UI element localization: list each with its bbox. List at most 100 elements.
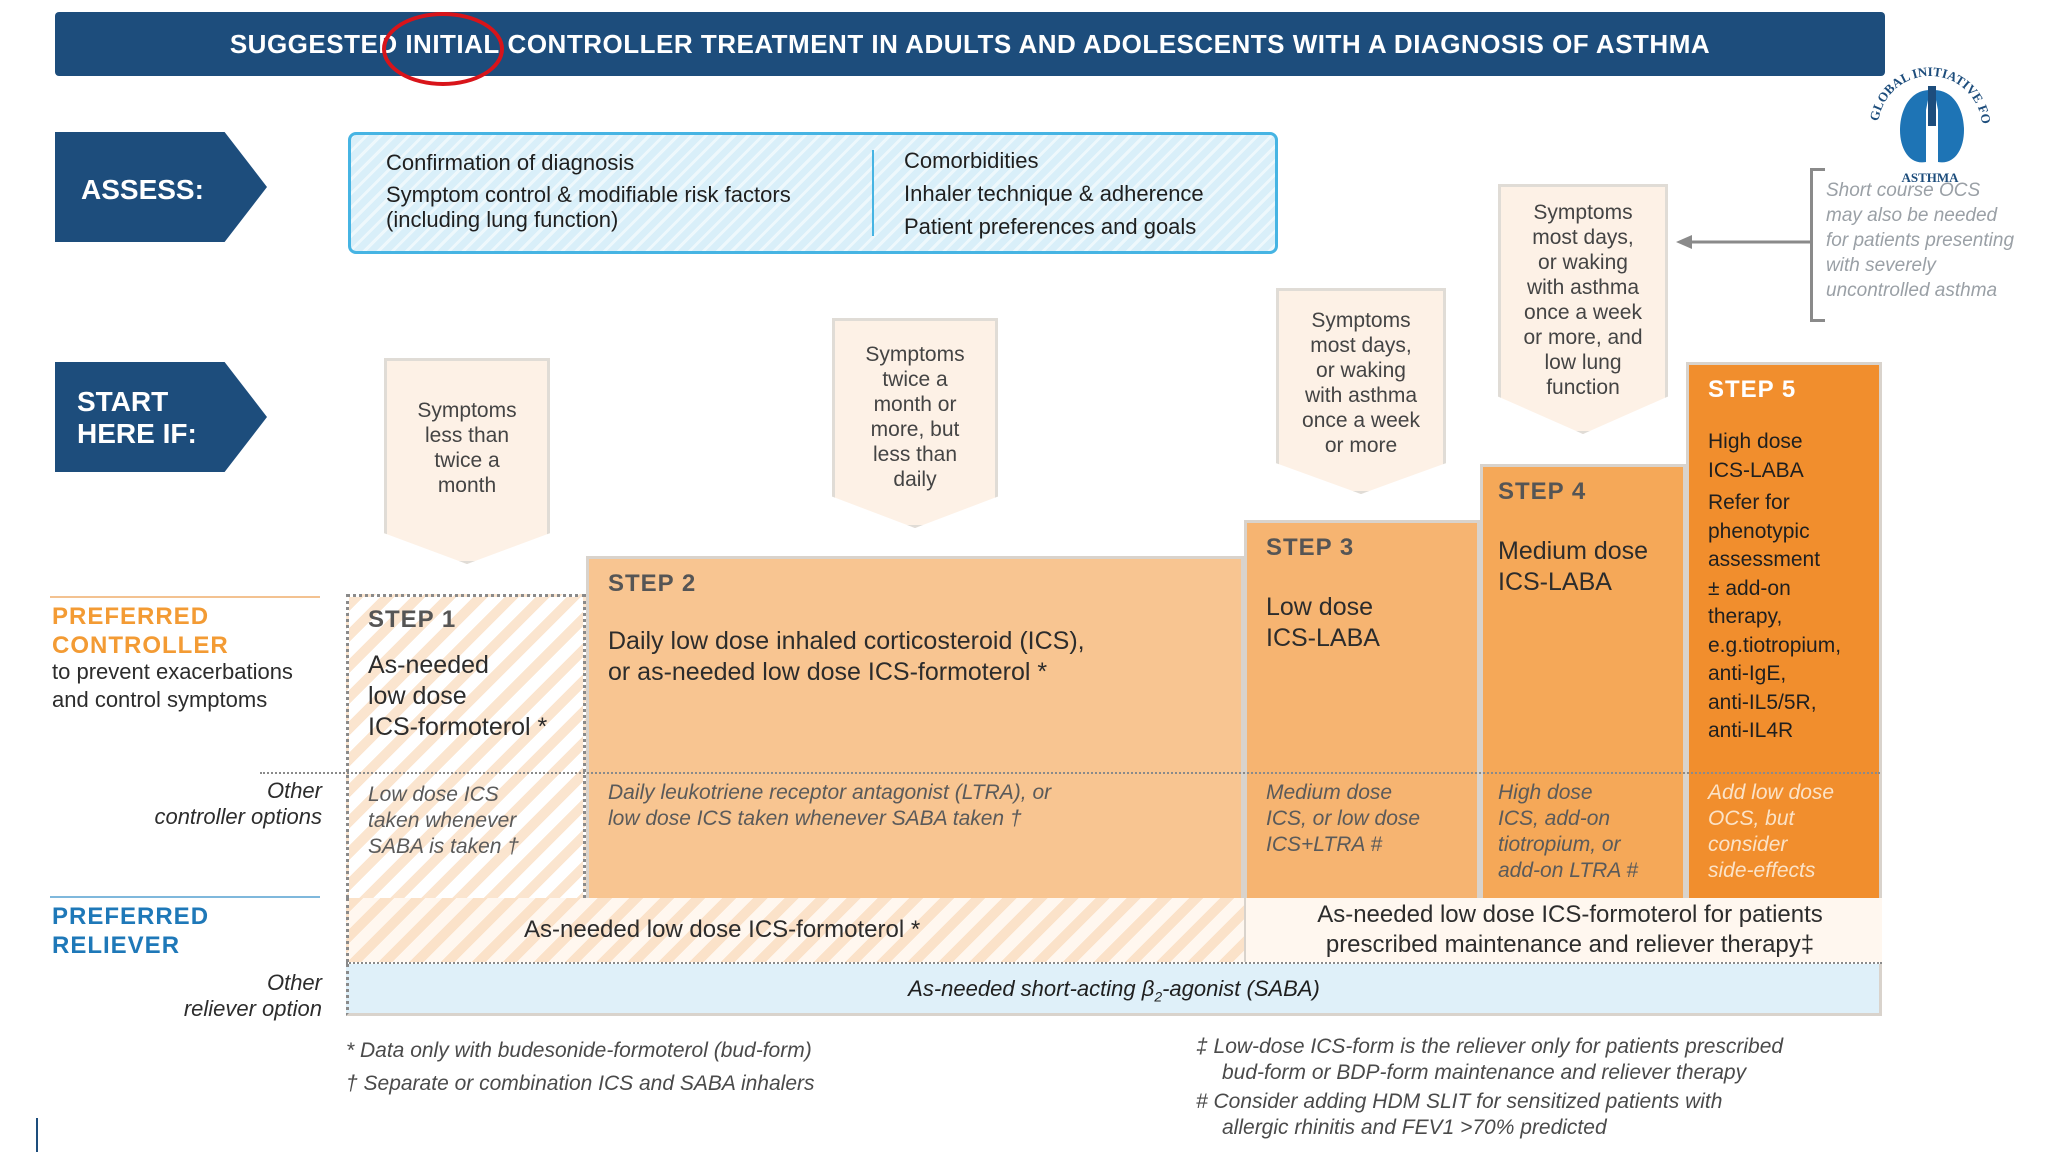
- step3-other: Medium dose ICS, or low dose ICS+LTRA #: [1266, 780, 1476, 858]
- step-text-line: anti-IgE,: [1708, 662, 1787, 685]
- step-text-line: anti-IL4R: [1708, 719, 1794, 742]
- other-controller-label: Other controller options: [60, 778, 322, 830]
- controller-description: to prevent exacerbations and control sym…: [52, 658, 293, 714]
- other-line: Medium dose: [1266, 781, 1393, 804]
- footnote: † Separate or combination ICS and SABA i…: [346, 1072, 815, 1095]
- footnote: bud-form or BDP-form maintenance and rel…: [1222, 1061, 1747, 1084]
- start-here-chevron: START HERE IF:: [55, 362, 267, 472]
- label-line: Other: [266, 970, 322, 995]
- step5-box: [1686, 362, 1882, 898]
- callout-line: once a week: [1524, 301, 1642, 324]
- title-prefix: SUGGESTED: [229, 28, 406, 59]
- callout-line: or more, and: [1523, 326, 1643, 349]
- other-line: High dose: [1498, 781, 1593, 804]
- callout-step3-text: Symptoms most days, or waking with asthm…: [1276, 308, 1446, 458]
- other-line: SABA is taken †: [368, 835, 519, 858]
- callout-line: most days,: [1532, 226, 1634, 249]
- step1-title: STEP 1: [368, 606, 457, 633]
- step4-title: STEP 4: [1498, 478, 1587, 505]
- label-line: controller options: [154, 804, 322, 829]
- other-line: add-on LTRA #: [1498, 859, 1639, 882]
- step3-title: STEP 3: [1266, 534, 1355, 561]
- footnotes-left: * Data only with budesonide-formoterol (…: [346, 1034, 1046, 1100]
- callout-line: Symptoms: [417, 399, 517, 422]
- preferred-controller-label: PREFERRED CONTROLLER: [52, 602, 229, 660]
- assess-divider: [872, 150, 874, 236]
- callout-line: or more: [1324, 434, 1398, 457]
- step5-preferred: High dose ICS-LABA Refer for phenotypic …: [1708, 428, 1884, 746]
- step-text-line: e.g.tiotropium,: [1708, 633, 1842, 657]
- step-text-line: assessment: [1708, 548, 1821, 571]
- step-text-line: ICS-LABA: [1498, 568, 1612, 596]
- assess-label: ASSESS:: [81, 174, 204, 205]
- footnote: # Consider adding HDM SLIT for sensitize…: [1196, 1090, 1723, 1113]
- other-line: OCS, but: [1708, 807, 1795, 830]
- assess-item: Symptom control & modifiable risk factor…: [386, 182, 791, 207]
- callout-step3: [1276, 288, 1446, 494]
- callout-line: function: [1546, 376, 1620, 399]
- step-text-line: ± add-on: [1708, 576, 1791, 600]
- step-text-line: As-needed: [368, 651, 489, 679]
- ocs-note-line: with severely: [1826, 255, 1936, 276]
- footnote: allergic rhinitis and FEV1 >70% predicte…: [1222, 1116, 1607, 1139]
- start-line2: HERE IF:: [77, 418, 197, 449]
- callout-step1-text: Symptoms less than twice a month: [384, 398, 550, 498]
- callout-line: or waking: [1316, 359, 1406, 382]
- title-suffix: CONTROLLER TREATMENT IN ADULTS AND ADOLE…: [499, 28, 1711, 59]
- step2-preferred: Daily low dose inhaled corticosteroid (I…: [608, 626, 1228, 688]
- callout-line: with asthma: [1304, 384, 1418, 407]
- assess-right-list: Comorbidities Inhaler technique & adhere…: [904, 144, 1264, 243]
- step2-other: Daily leukotriene receptor antagonist (L…: [608, 780, 1228, 832]
- assess-item: Comorbidities: [904, 148, 1039, 173]
- assess-item: Confirmation of diagnosis: [386, 150, 635, 175]
- reliever-left-text: As-needed low dose ICS-formoterol *: [524, 916, 921, 943]
- label-line: PREFERRED: [52, 903, 210, 930]
- ocs-note: Short course OCS may also be needed for …: [1826, 178, 2048, 303]
- other-line: taken whenever: [368, 809, 517, 832]
- other-line: ICS+LTRA #: [1266, 833, 1383, 856]
- other-line: Add low dose: [1708, 781, 1835, 804]
- callout-line: less than: [872, 443, 958, 466]
- controller-divider: [260, 772, 1880, 774]
- other-line: tiotropium, or: [1498, 833, 1621, 856]
- step-text-line: Medium dose: [1498, 537, 1649, 565]
- saba-prefix: As-needed short-acting β: [908, 976, 1155, 1001]
- step-text-line: or as-needed low dose ICS-formoterol *: [608, 658, 1048, 686]
- step4-preferred: Medium dose ICS-LABA: [1498, 536, 1684, 598]
- step-text-line: ICS-LABA: [1708, 458, 1804, 482]
- step-text-line: therapy,: [1708, 605, 1783, 628]
- assess-item: Patient preferences and goals: [904, 214, 1197, 239]
- step-text-line: phenotypic: [1708, 519, 1810, 543]
- step4-box: [1480, 464, 1686, 898]
- ocs-bracket: [1810, 168, 1825, 322]
- saba-row: [346, 964, 1882, 1016]
- step3-box: [1244, 520, 1480, 898]
- reliever-right-cell: [1244, 898, 1882, 962]
- callout-line: daily: [893, 468, 937, 491]
- reliever-left-cell: [346, 898, 1244, 962]
- preferred-reliever-label: PREFERRED RELIEVER: [52, 902, 209, 960]
- step3-preferred: Low dose ICS-LABA: [1266, 592, 1476, 654]
- logo-bottom-text: ASTHMA: [1901, 170, 1959, 185]
- assess-left-list: Confirmation of diagnosis Symptom contro…: [386, 148, 856, 235]
- highlight-ring: [382, 12, 504, 86]
- callout-step2-text: Symptoms twice a month or more, but less…: [832, 342, 998, 492]
- step-text-line: Daily low dose inhaled corticosteroid (I…: [608, 627, 1085, 655]
- ocs-note-line: Short course OCS: [1826, 180, 1981, 201]
- reliever-right-text: As-needed low dose ICS-formoterol for pa…: [1260, 900, 1880, 960]
- callout-line: low lung: [1544, 351, 1622, 374]
- callout-line: less than: [424, 424, 510, 447]
- preferred-controller-rule: [50, 596, 320, 598]
- preferred-reliever-rule: [50, 896, 320, 898]
- label-line: and control symptoms: [52, 687, 268, 712]
- label-line: CONTROLLER: [52, 632, 229, 659]
- label-line: RELIEVER: [52, 932, 181, 959]
- other-line: low dose ICS taken whenever SABA taken †: [608, 807, 1022, 830]
- step5-other: Add low dose OCS, but consider side-effe…: [1708, 780, 1884, 884]
- other-line: Daily leukotriene receptor antagonist (L…: [608, 781, 1052, 804]
- step-text-line: Refer for: [1708, 491, 1790, 514]
- step-text-line: High dose: [1708, 430, 1803, 453]
- callout-step1: [384, 358, 550, 564]
- reliever-line: As-needed low dose ICS-formoterol for pa…: [1317, 901, 1823, 928]
- saba-sub: 2: [1154, 988, 1163, 1005]
